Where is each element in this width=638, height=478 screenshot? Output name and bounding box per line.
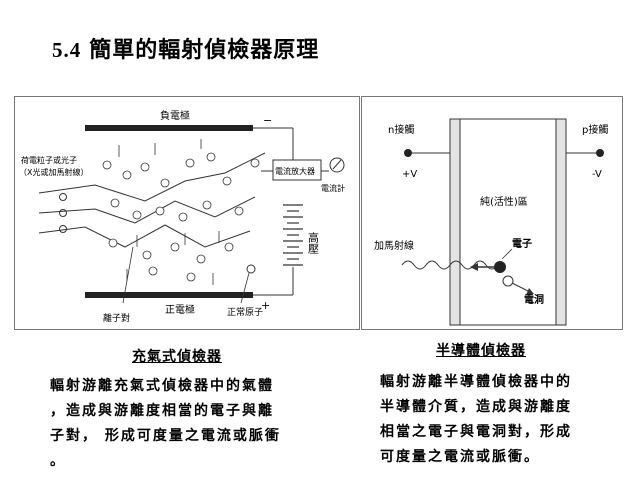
semi-desc-line-2: 半導體介質，造成與游離度 <box>380 399 572 415</box>
positive-electrode-label: 正電極 <box>165 303 195 316</box>
amplifier-label: 電流放大器 <box>275 166 315 176</box>
ion-pairs <box>102 152 260 282</box>
particle-sources <box>59 193 67 233</box>
hole-label: 電洞 <box>524 293 544 306</box>
sign-plus: + <box>261 299 270 312</box>
intrinsic-region-label: 純(活性)區 <box>480 195 528 208</box>
gas-desc-line-4: 。 <box>50 453 66 469</box>
meter-label: 電流計 <box>321 183 345 193</box>
ion-arrows <box>118 139 220 285</box>
electron-label: 電子 <box>512 238 532 250</box>
gas-desc-line-2: ，造成與游離度相當的電子與離 <box>50 403 274 419</box>
n-contact-plate <box>449 118 461 326</box>
gamma-ray-label: 加馬射線 <box>374 239 414 252</box>
ion-pair-label: 離子對 <box>103 312 130 324</box>
semi-desc-line-1: 輻射游離半導體偵檢器中的 <box>380 374 572 390</box>
negative-electrode <box>85 125 253 131</box>
n-contact-label: n接觸 <box>388 123 414 136</box>
gas-detector-caption: 充氣式偵檢器 <box>132 349 222 365</box>
semi-desc-line-4: 可度量之電流或脈衝。 <box>380 449 540 465</box>
semiconductor-detector-caption: 半導體偵檢器 <box>436 343 526 359</box>
semiconductor-detector-description: 輻射游離半導體偵檢器中的 半導體介質，造成與游離度 相當之電子與電洞對，形成 可… <box>380 370 620 470</box>
gas-desc-line-3: 子對， 形成可度量之電流或脈衝 <box>50 428 281 444</box>
minus-v-label: -V <box>592 169 602 180</box>
gamma-ray-wave <box>401 260 499 270</box>
section-title: 簡單的輻射偵檢器原理 <box>89 38 320 63</box>
positive-electrode <box>85 292 253 298</box>
p-terminal <box>596 149 604 157</box>
p-contact-plate <box>555 118 567 326</box>
semiconductor-detector-diagram: n接觸 p接觸 +V -V 純(活性)區 加馬射線 電子 電洞 <box>361 96 623 330</box>
n-terminal <box>404 149 412 157</box>
gas-desc-line-1: 輻射游離充氣式偵檢器中的氣體 <box>50 378 274 394</box>
incident-particles-label-2: （X光或加馬射線） <box>19 167 88 177</box>
gas-detector-diagram: 負電極 正電極 − + 電流放大器 電流計 <box>14 96 360 330</box>
page-title: 5.4 簡單的輻射偵檢器原理 <box>52 36 392 65</box>
sign-minus: − <box>263 114 272 127</box>
gas-detector-description: 輻射游離充氣式偵檢器中的氣體 ，造成與游離度相當的電子與離 子對， 形成可度量之… <box>50 374 350 474</box>
normal-atom <box>246 264 256 274</box>
particle-tracks <box>38 152 266 248</box>
high-voltage-battery <box>283 204 303 266</box>
normal-atom-label: 正常原子 <box>227 306 263 318</box>
incident-particles-label-1: 荷電粒子或光子 <box>21 155 77 165</box>
plus-v-label: +V <box>402 169 417 180</box>
p-contact-label: p接觸 <box>582 123 608 136</box>
electron <box>494 261 506 273</box>
high-voltage-label: 高壓 <box>307 231 320 254</box>
hole <box>502 275 514 287</box>
semi-desc-line-3: 相當之電子與電洞對，形成 <box>380 424 572 440</box>
negative-electrode-label: 負電極 <box>160 109 190 122</box>
section-number: 5.4 <box>52 38 82 62</box>
amplifier-box <box>272 159 322 181</box>
